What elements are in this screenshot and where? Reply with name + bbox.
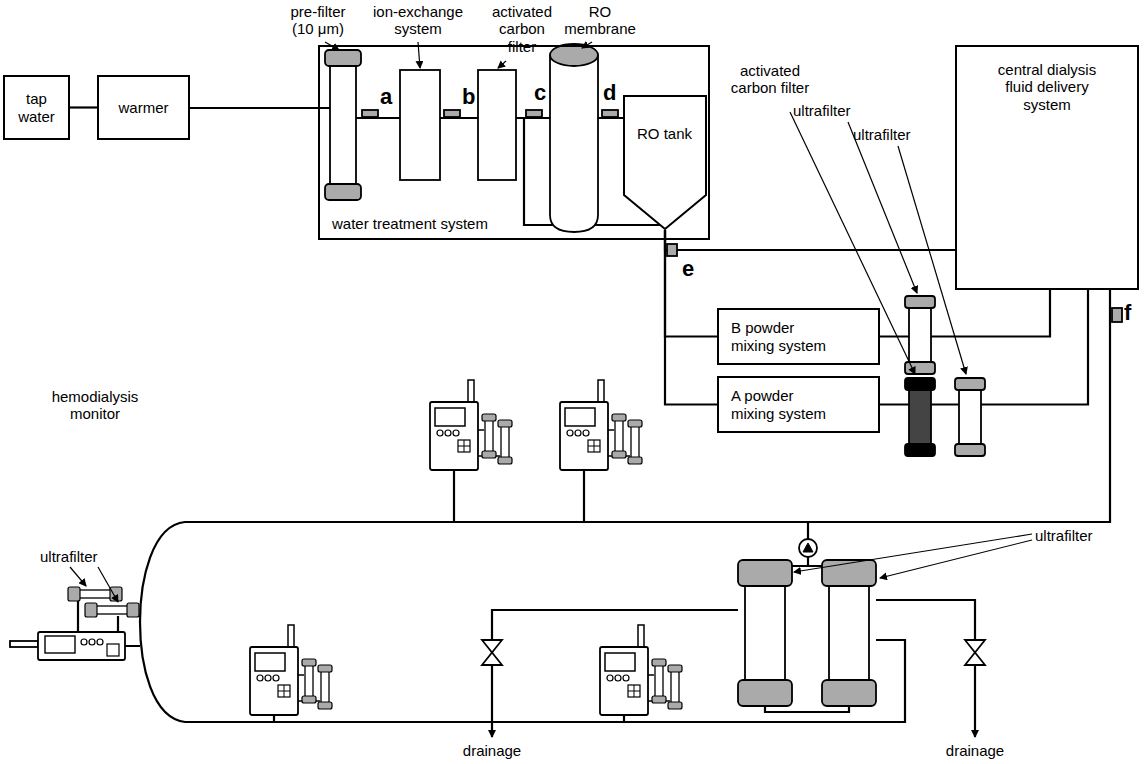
sampling-port-letter: a <box>380 84 392 109</box>
node-label: water treatment system <box>332 215 488 232</box>
tank-shape: RO tank <box>623 95 707 230</box>
pipe <box>190 107 318 109</box>
outlet-label: drainage <box>452 742 532 759</box>
sampling-port-letter: e <box>682 256 694 281</box>
part-label: hemodialysis monitor <box>45 388 145 423</box>
process-box: B powder mixing system <box>717 308 880 365</box>
system-frame: water treatment system RO tank <box>318 45 710 240</box>
pipe <box>665 230 717 337</box>
source-box: tap water <box>3 75 70 140</box>
sampling-port-letter: f <box>1124 300 1131 325</box>
process-box: A powder mixing system <box>717 376 880 433</box>
node-label: A powder mixing system <box>731 387 833 422</box>
part-label: ultrafilter <box>40 548 120 565</box>
node-label: RO tank <box>637 125 692 142</box>
part-label: ion-exchange system <box>368 3 468 38</box>
sampling-port-letter: b <box>462 84 475 109</box>
node-label: tap water <box>11 90 63 125</box>
node-label: central dialysis fluid delivery system <box>985 61 1110 113</box>
sampling-port-letter: d <box>603 80 616 105</box>
process-box: warmer <box>97 75 190 140</box>
part-label: pre-filter (10 μm) <box>282 3 354 38</box>
part-label: ultrafilter <box>1035 527 1115 544</box>
pipe <box>665 230 717 405</box>
part-label: ultrafilter <box>793 102 873 119</box>
part-label: activated carbon filter <box>726 62 814 97</box>
process-box: central dialysis fluid delivery system <box>955 45 1139 290</box>
pipe <box>70 106 97 108</box>
outlet-label: drainage <box>935 742 1015 759</box>
pipe <box>880 290 1088 405</box>
node-label: warmer <box>118 99 168 116</box>
sampling-port-letter: c <box>534 80 546 105</box>
part-label: RO membrane <box>562 3 638 38</box>
part-label: ultrafilter <box>853 126 933 143</box>
part-label: activated carbon filter <box>487 3 557 55</box>
node-label: B powder mixing system <box>731 319 833 354</box>
pipe <box>880 290 1050 337</box>
tank-outline <box>623 95 707 230</box>
